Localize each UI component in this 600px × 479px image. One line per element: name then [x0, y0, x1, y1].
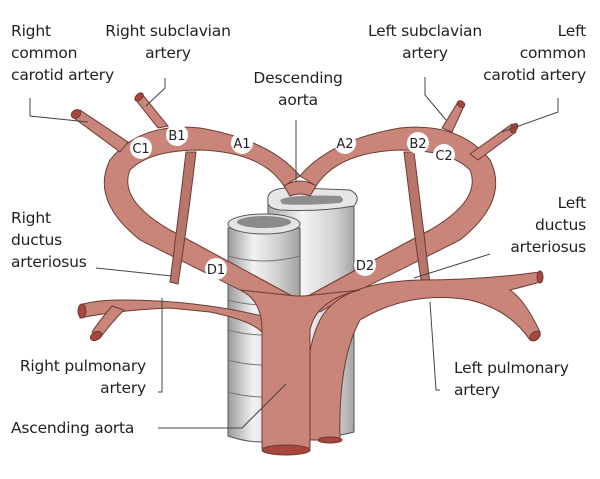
badge-b2: B2: [407, 132, 429, 154]
left-pulmonary-artery: [306, 271, 541, 441]
badge-c2: C2: [433, 144, 455, 166]
label-line: arteriosus: [11, 253, 87, 271]
label-line: Right: [11, 22, 51, 40]
label-left-pulmonary-artery: Left pulmonary artery: [454, 357, 569, 401]
label-line: Ascending aorta: [11, 419, 135, 437]
label-line: Left: [557, 194, 587, 212]
label-line: Left: [557, 22, 587, 40]
badge-b1: B1: [166, 124, 188, 146]
svg-text:B1: B1: [168, 129, 185, 144]
label-left-subclavian-artery: Left subclavian artery: [362, 20, 488, 64]
label-line: Left subclavian: [368, 22, 482, 40]
leader-right-ductus: [95, 267, 173, 277]
label-line: artery: [454, 381, 500, 399]
label-right-pulmonary-artery: Right pulmonary artery: [8, 355, 146, 399]
arch-branches: [70, 92, 519, 161]
label-left-ductus-arteriosus: Left ductus arteriosus: [510, 192, 586, 258]
label-right-ductus-arteriosus: Right ductus arteriosus: [11, 207, 87, 273]
svg-text:D2: D2: [356, 259, 374, 274]
label-line: Descending: [253, 69, 343, 87]
leader-right-subclavian: [145, 78, 166, 107]
svg-text:C2: C2: [435, 149, 452, 164]
badge-d2: D2: [354, 254, 376, 276]
ascending-aorta: [239, 289, 361, 456]
label-line: aorta: [278, 91, 318, 109]
label-line: artery: [100, 379, 146, 397]
leader-lines: [29, 77, 559, 429]
svg-text:B2: B2: [409, 137, 426, 152]
label-line: Right: [11, 209, 51, 227]
label-line: Left pulmonary: [454, 359, 569, 377]
leader-left-ductus: [413, 253, 491, 279]
leader-right-carotid: [29, 98, 89, 123]
svg-text:A1: A1: [233, 137, 250, 152]
descending-aorta: [283, 180, 317, 197]
leader-left-subclavian: [424, 77, 447, 121]
label-left-common-carotid-artery: Left common carotid artery: [483, 20, 586, 86]
badge-d1: D1: [205, 258, 227, 280]
leader-left-pulmonary: [429, 301, 440, 391]
right-ductus-vessel: [169, 151, 197, 285]
label-line: carotid artery: [483, 66, 586, 84]
right-carotid-branch: [73, 109, 129, 153]
badge-a2: A2: [334, 132, 356, 154]
label-line: Right subclavian: [105, 22, 231, 40]
leader-ascending-aorta: [158, 383, 287, 429]
pulmonary-arteries: [77, 270, 544, 441]
label-line: artery: [402, 44, 448, 62]
segment-badges: C1 B1 A1 A2 B2 C2 D1 D2: [130, 124, 455, 280]
svg-text:C1: C1: [132, 142, 149, 157]
label-line: Right pulmonary: [19, 357, 146, 375]
label-right-common-carotid-artery: Right common carotid artery: [11, 20, 114, 86]
label-line: arteriosus: [510, 238, 586, 256]
label-line: artery: [145, 44, 191, 62]
left-carotid-branch: [469, 123, 517, 161]
label-line: common: [11, 44, 78, 62]
label-line: ductus: [535, 216, 586, 234]
svg-text:A2: A2: [336, 137, 353, 152]
badge-c1: C1: [130, 137, 152, 159]
badge-a1: A1: [231, 132, 253, 154]
label-line: common: [519, 44, 587, 62]
svg-text:D1: D1: [207, 263, 225, 278]
leader-right-pulmonary: [158, 298, 163, 393]
label-right-subclavian-artery: Right subclavian artery: [98, 20, 238, 64]
aortic-arch-ring: [103, 126, 497, 313]
leader-left-carotid: [501, 98, 559, 133]
label-line: ductus: [11, 231, 62, 249]
label-ascending-aorta: Ascending aorta: [11, 417, 134, 439]
label-descending-aorta: Descending aorta: [248, 67, 348, 111]
label-line: carotid artery: [11, 66, 114, 84]
